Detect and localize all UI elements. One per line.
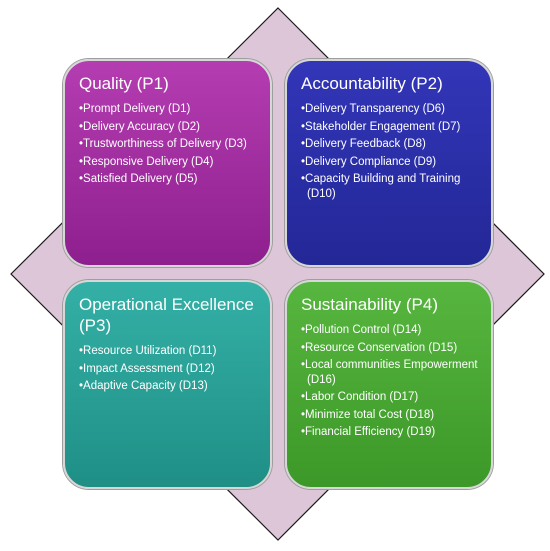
list-item: •Resource Utilization (D11) bbox=[79, 345, 217, 357]
list-item: •Trustworthiness of Delivery (D3) bbox=[79, 138, 247, 150]
accountability-list: •Delivery Transparency (D6) •Stakeholder… bbox=[301, 102, 479, 201]
operational-excellence-quadrant: Operational Excellence (P3) •Resource Ut… bbox=[63, 280, 272, 489]
sustainability-quadrant: Sustainability (P4) •Pollution Control (… bbox=[285, 280, 493, 489]
list-item: •Adaptive Capacity (D13) bbox=[79, 380, 208, 392]
list-item: •Delivery Accuracy (D2) bbox=[79, 120, 200, 133]
sustainability-list: •Pollution Control (D14) •Resource Conse… bbox=[301, 323, 479, 440]
quality-quadrant: Quality (P1) •Prompt Delivery (D1) •Deli… bbox=[63, 59, 272, 267]
accountability-title: Accountability (P2) bbox=[301, 74, 443, 93]
list-item: •Local communities Empowerment (D16) bbox=[301, 359, 478, 386]
list-item: •Financial Efficiency (D19) bbox=[301, 426, 436, 438]
list-item: •Minimize total Cost (D18) bbox=[301, 408, 435, 421]
list-item: •Delivery Transparency (D6) bbox=[301, 103, 445, 115]
list-item: •Satisfied Delivery (D5) bbox=[79, 173, 198, 185]
operational-excellence-title: Operational Excellence (P3) bbox=[79, 295, 254, 335]
list-item: •Stakeholder Engagement (D7) bbox=[301, 120, 461, 133]
list-item: •Capacity Building and Training (D10) bbox=[301, 173, 461, 200]
list-item: •Resource Conservation (D15) bbox=[301, 341, 458, 354]
list-item: •Delivery Compliance (D9) bbox=[301, 155, 437, 168]
quality-title: Quality (P1) bbox=[79, 74, 169, 93]
list-item: •Pollution Control (D14) bbox=[301, 324, 422, 336]
list-item: •Responsive Delivery (D4) bbox=[79, 155, 214, 168]
list-item: •Labor Condition (D17) bbox=[301, 391, 419, 403]
accountability-quadrant: Accountability (P2) •Delivery Transparen… bbox=[285, 59, 493, 267]
quality-list: •Prompt Delivery (D1) •Delivery Accuracy… bbox=[79, 102, 258, 187]
list-item: •Impact Assessment (D12) bbox=[79, 362, 215, 375]
list-item: •Prompt Delivery (D1) bbox=[79, 103, 191, 115]
list-item: •Delivery Feedback (D8) bbox=[301, 138, 426, 150]
sustainability-title: Sustainability (P4) bbox=[301, 295, 439, 314]
operational-excellence-list: •Resource Utilization (D11) •Impact Asse… bbox=[79, 344, 258, 394]
